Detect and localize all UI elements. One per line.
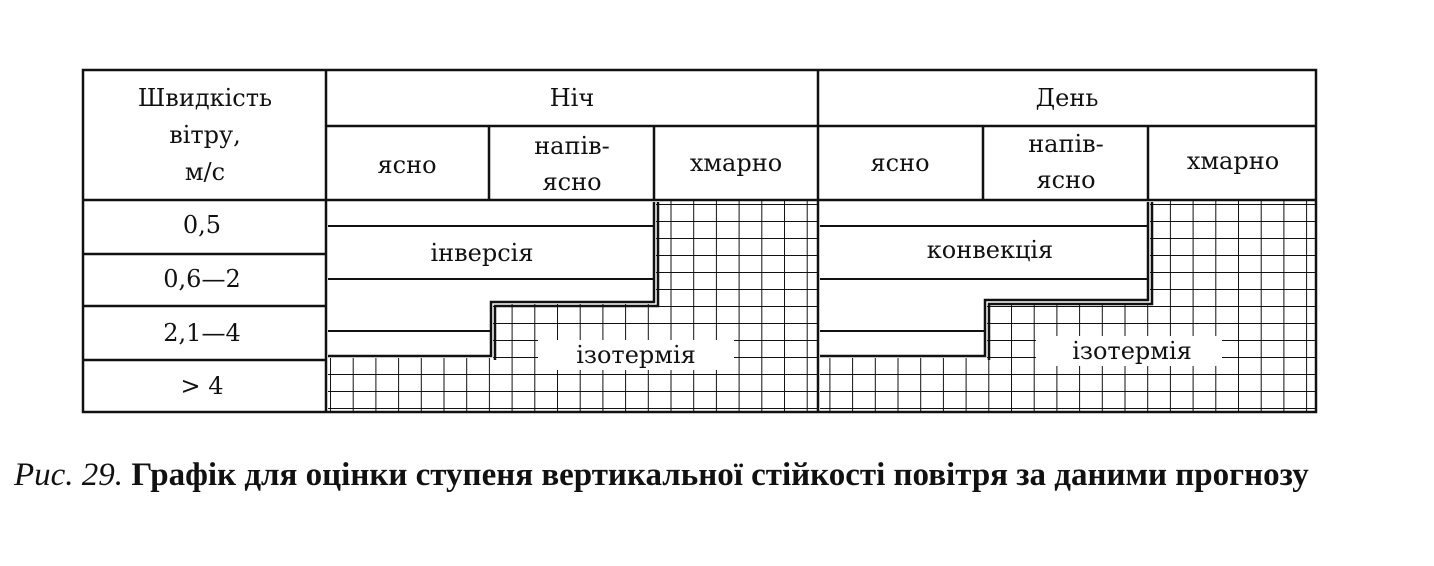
night-inversion-boundary (328, 202, 660, 360)
day-cloudy-header: хмарно (1187, 147, 1279, 175)
day-partly-clear-header-line-2: ясно (1036, 166, 1095, 194)
day-convection-boundary (820, 202, 1154, 360)
figure-caption-text: Графік для оцінки ступеня вертикальної с… (131, 457, 1309, 493)
day-partly-clear-header-line-1: напів- (1028, 130, 1104, 158)
figure-caption: Рис. 29. Графік для оцінки ступеня верти… (14, 455, 1414, 496)
night-isothermy-label: ізотермія (576, 341, 696, 369)
day-clear-header: ясно (870, 149, 929, 177)
night-partly-clear-header-line-2: ясно (542, 168, 601, 196)
night-header: Ніч (550, 84, 594, 112)
row-label-0: 0,5 (183, 211, 221, 239)
row-label-2: 2,1—4 (163, 319, 240, 347)
inversion-label: інверсія (430, 239, 533, 267)
day-convection-lines (820, 225, 1148, 332)
wind-speed-header-line-2: вітру, (169, 121, 241, 149)
wind-speed-header-line-3: м/с (185, 158, 225, 186)
night-clear-header: ясно (377, 151, 436, 179)
day-isothermy-label: ізотермія (1072, 337, 1192, 365)
day-header: День (1036, 84, 1099, 112)
table-frame (81, 68, 1318, 414)
wind-speed-header-line-1: Швидкість (138, 84, 272, 112)
wind-speed-header: Швидкість вітру, м/с (138, 84, 272, 186)
convection-label: конвекція (927, 236, 1053, 264)
row-label-3: > 4 (180, 372, 223, 400)
figure-caption-label: Рис. 29. (14, 457, 124, 493)
day-isothermy-region (820, 200, 1316, 412)
row-label-1: 0,6—2 (163, 265, 240, 293)
night-cloudy-header: хмарно (690, 149, 782, 177)
night-partly-clear-header-line-1: напів- (534, 132, 610, 160)
night-inversion-lines (328, 225, 654, 332)
